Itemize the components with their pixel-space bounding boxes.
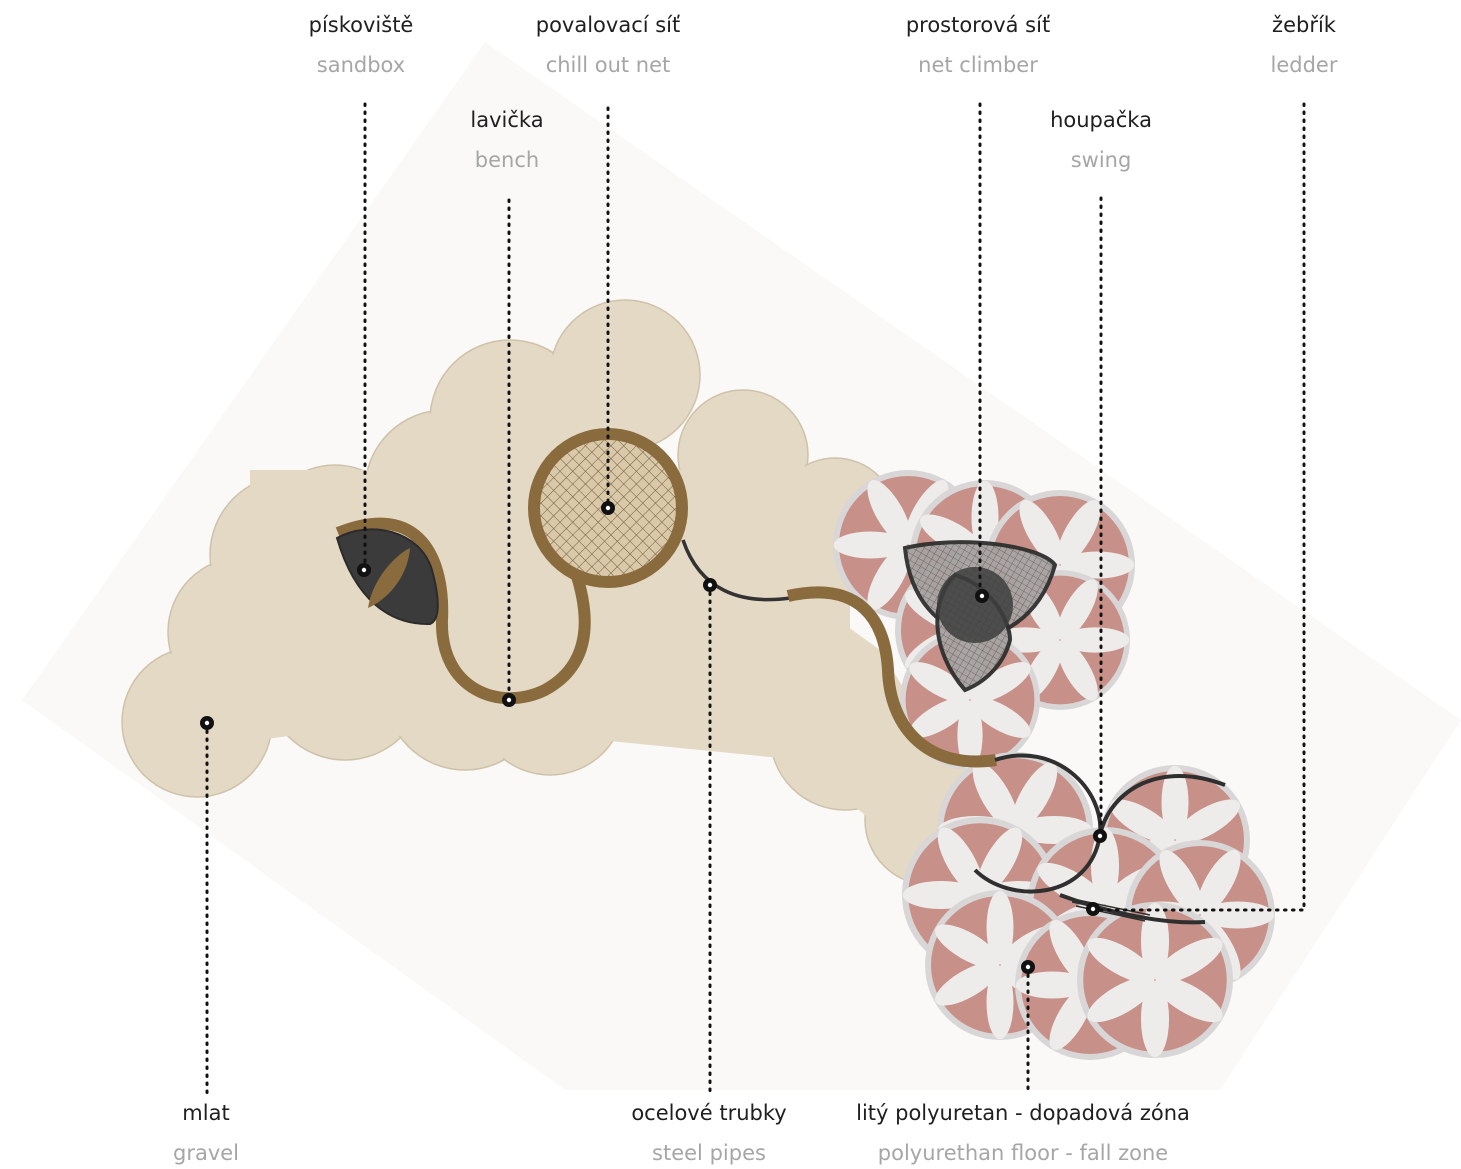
label-sandbox-en: sandbox xyxy=(316,53,406,77)
rosette-petal xyxy=(1087,937,1156,984)
label-chill-out-net-en: chill out net xyxy=(545,53,671,77)
rosette-petal xyxy=(1161,765,1189,840)
rosette-petal xyxy=(937,827,984,896)
marker-fall-zone xyxy=(1021,960,1035,974)
rosette-petal xyxy=(969,662,1031,703)
label-sandbox-cz: pískoviště xyxy=(308,13,414,37)
rosette-petal xyxy=(1056,499,1101,566)
rosette-petal xyxy=(1087,976,1156,1023)
label-bench-en: bench xyxy=(474,148,540,172)
label-steel-pipes-cz: ocelové trubky xyxy=(631,1101,787,1125)
rosette-petal xyxy=(1196,849,1241,916)
rosette-petal xyxy=(867,544,912,611)
rosette-petal xyxy=(1060,551,1135,579)
label-chill-out-net-cz: povalovací síť xyxy=(535,13,681,37)
connector-pipe xyxy=(786,586,997,768)
rosette-petal xyxy=(1015,971,1090,999)
sandbox-seat xyxy=(368,548,410,608)
markers xyxy=(200,501,1107,974)
rosette-petal xyxy=(969,697,1031,738)
marker-gravel xyxy=(200,716,214,730)
rosette-petal xyxy=(1037,862,1106,909)
rosette-petal xyxy=(972,762,1019,831)
label-swing: houpačka swing xyxy=(921,110,1281,171)
label-net-climber-en: net climber xyxy=(918,53,1038,77)
net-climber xyxy=(902,540,1058,693)
marker-swing xyxy=(1093,829,1107,843)
marker-steel-pipes xyxy=(703,578,717,592)
rosette-petal xyxy=(1057,639,1098,701)
label-fall-zone-en: polyurethan floor - fall zone xyxy=(877,1141,1169,1165)
rosette-petal xyxy=(1154,976,1223,1023)
label-fall-zone: litý polyuretan - dopadová zóna polyuret… xyxy=(798,1103,1248,1164)
label-fall-zone-cz: litý polyuretan - dopadová zóna xyxy=(856,1101,1190,1125)
marker-net-climber xyxy=(975,589,989,603)
label-ledder-en: ledder xyxy=(1270,53,1338,77)
label-net-climber: prostorová síť net climber xyxy=(798,15,1158,76)
label-chill-out-net: povalovací síť chill out net xyxy=(428,15,788,76)
rosette-petal xyxy=(1140,980,1170,1058)
label-swing-en: swing xyxy=(1070,148,1132,172)
rosette-petal xyxy=(1057,579,1098,641)
rosette-petal xyxy=(1060,627,1130,653)
rosette-petal xyxy=(867,479,912,546)
marker-sandbox xyxy=(357,563,371,577)
rosette-petal xyxy=(1154,937,1223,984)
rosette-petal xyxy=(1159,849,1204,916)
rosette-petal xyxy=(986,965,1014,1040)
label-bench-cz: lavička xyxy=(470,108,544,132)
rosette-petal xyxy=(1174,799,1241,844)
label-swing-cz: houpačka xyxy=(1050,108,1152,132)
label-net-climber-cz: prostorová síť xyxy=(905,13,1051,37)
leader-lines xyxy=(205,102,1306,1097)
label-ledder: žebřík ledder xyxy=(1080,15,1461,76)
label-ledder-cz: žebřík xyxy=(1272,13,1336,37)
rosette-petal xyxy=(1200,901,1275,929)
rosette-petal xyxy=(833,531,908,559)
bench-pipe xyxy=(335,517,591,705)
rosette-petal xyxy=(934,961,1001,1006)
rosette-petal xyxy=(986,890,1014,965)
rosette-tile xyxy=(1077,902,1233,1058)
rosette-petal xyxy=(1019,499,1064,566)
rosette-petal xyxy=(934,924,1001,969)
marker-chill-out-net xyxy=(601,501,615,515)
rosette-petal xyxy=(957,700,983,770)
rosette-petal xyxy=(909,662,971,703)
label-sandbox: pískoviště sandbox xyxy=(181,15,541,76)
rosette-petal xyxy=(1109,799,1176,844)
label-steel-pipes: ocelové trubky steel pipes xyxy=(529,1103,889,1164)
label-steel-pipes-en: steel pipes xyxy=(652,1141,766,1165)
label-gravel: mlat gravel xyxy=(26,1103,386,1164)
marker-ledder xyxy=(1086,902,1100,916)
steel-pipe xyxy=(681,539,791,602)
label-bench: lavička bench xyxy=(327,110,687,171)
rosette-petal xyxy=(909,697,971,738)
marker-bench xyxy=(502,693,516,707)
label-gravel-cz: mlat xyxy=(182,1101,230,1125)
rosette-petal xyxy=(1011,762,1058,831)
label-gravel-en: gravel xyxy=(172,1141,239,1165)
